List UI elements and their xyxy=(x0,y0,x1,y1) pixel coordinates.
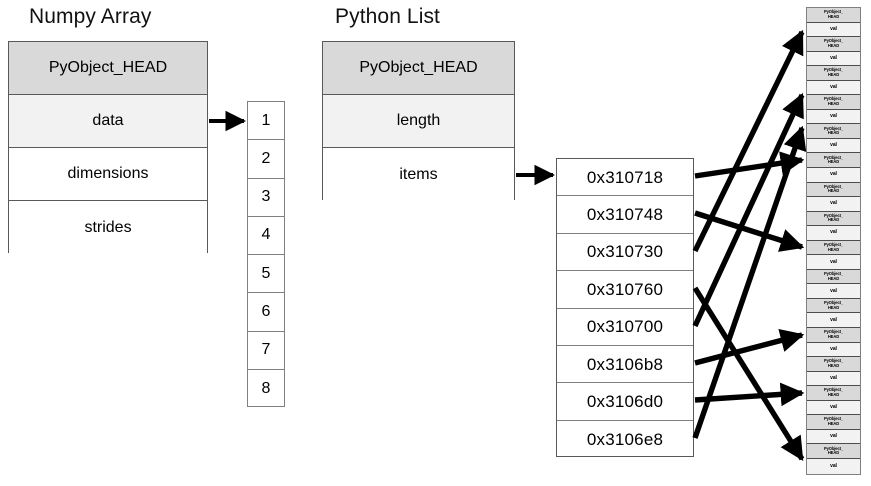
python-list-title: Python List xyxy=(335,5,440,28)
object-value-cell: val xyxy=(807,255,860,270)
object-value-cell: val xyxy=(807,168,860,183)
object-pyobject-head: PyObject_HEAD xyxy=(807,240,860,256)
arrow-pointer-0 xyxy=(694,151,805,179)
arrow-pointer-2 xyxy=(692,29,805,253)
buffer-cell: 3 xyxy=(248,179,284,217)
object-pyobject-head: PyObject_HEAD xyxy=(807,357,860,372)
pointer-cell: 0x310700 xyxy=(557,309,693,346)
pointer-cell: 0x3106e8 xyxy=(586,429,664,449)
object-pyobject-head: PyObject_HEAD xyxy=(807,95,860,110)
numpy-field-dimensions: dimensions xyxy=(9,148,207,201)
pointer-cell: 0x310760 xyxy=(557,271,693,309)
object-pyobject-head: PyObject_HEAD xyxy=(807,66,860,81)
object-value-cell: val xyxy=(807,80,860,96)
numpy-field-pyobject-head: PyObject_HEAD xyxy=(9,42,207,95)
arrow-pointer-3 xyxy=(692,286,805,462)
buffer-cell: 4 xyxy=(248,217,284,255)
object-pyobject-head: PyObject_HEAD xyxy=(807,37,860,52)
object-pyobject-head: PyObject_HEAD xyxy=(807,124,860,139)
numpy-field-strides: strides xyxy=(9,201,207,254)
numpy-array-title: Numpy Array xyxy=(29,5,152,28)
object-pyobject-head: PyObject_HEAD xyxy=(807,298,860,314)
python-list-struct: PyObject_HEAD length items xyxy=(322,41,515,201)
object-pyobject-head: PyObject_HEAD xyxy=(807,269,860,285)
arrow-pointer-6 xyxy=(694,382,805,407)
object-value-cell: val xyxy=(807,22,860,38)
pointer-cell: 0x310748 xyxy=(557,196,693,234)
numpy-array-struct: PyObject_HEAD data dimensions strides xyxy=(8,41,208,254)
buffer-cell: 1 xyxy=(248,102,284,141)
object-value-cell: val xyxy=(807,51,860,67)
object-value-cell: val xyxy=(807,342,860,358)
pointer-cell: 0x310730 xyxy=(557,234,693,272)
arrow-pointer-5 xyxy=(694,328,805,366)
object-value-cell: val xyxy=(807,371,860,387)
buffer-cell: 2 xyxy=(248,140,284,179)
pylist-field-items: items xyxy=(323,148,514,201)
object-value-cell: val xyxy=(807,109,860,125)
object-value-cell: val xyxy=(807,226,860,241)
object-pyobject-head: PyObject_HEAD xyxy=(807,386,860,401)
object-value-cell: val xyxy=(807,284,860,299)
pointer-cell: 0x310718 xyxy=(557,159,693,197)
numpy-data-buffer: 1 2 3 4 5 6 7 8 xyxy=(247,101,285,407)
object-value-cell: val xyxy=(807,458,860,474)
buffer-cell: 6 xyxy=(248,293,284,332)
object-value-cell: val xyxy=(807,313,860,329)
pylist-field-length: length xyxy=(323,95,514,148)
arrow-pointer-1 xyxy=(694,210,805,252)
arrow-pointer-7 xyxy=(692,125,807,439)
object-value-cell: val xyxy=(807,429,860,445)
object-value-cell: val xyxy=(807,138,860,154)
pointer-array: 0x310718 0x310748 0x310730 0x310760 0x31… xyxy=(556,158,694,457)
pointer-cell: 0x3106b8 xyxy=(557,346,693,384)
object-pyobject-head: PyObject_HEAD xyxy=(807,8,860,23)
object-pyobject-head: PyObject_HEAD xyxy=(807,211,860,227)
pylist-field-pyobject-head: PyObject_HEAD xyxy=(323,42,514,95)
object-pyobject-head: PyObject_HEAD xyxy=(807,328,860,343)
object-value-cell: val xyxy=(807,400,860,416)
numpy-field-data: data xyxy=(9,95,207,148)
arrow-pointer-4 xyxy=(692,92,805,328)
buffer-cell: 5 xyxy=(248,255,284,294)
object-pyobject-head: PyObject_HEAD xyxy=(807,153,860,169)
object-pyobject-head: PyObject_HEAD xyxy=(807,415,860,430)
buffer-cell: 7 xyxy=(248,332,284,370)
object-value-cell: val xyxy=(807,197,860,212)
buffer-cell: 8 xyxy=(261,379,271,397)
object-pyobject-head: PyObject_HEAD xyxy=(807,182,860,198)
object-pyobject-head: PyObject_HEAD xyxy=(807,444,860,459)
pointer-cell: 0x3106d0 xyxy=(557,383,693,421)
